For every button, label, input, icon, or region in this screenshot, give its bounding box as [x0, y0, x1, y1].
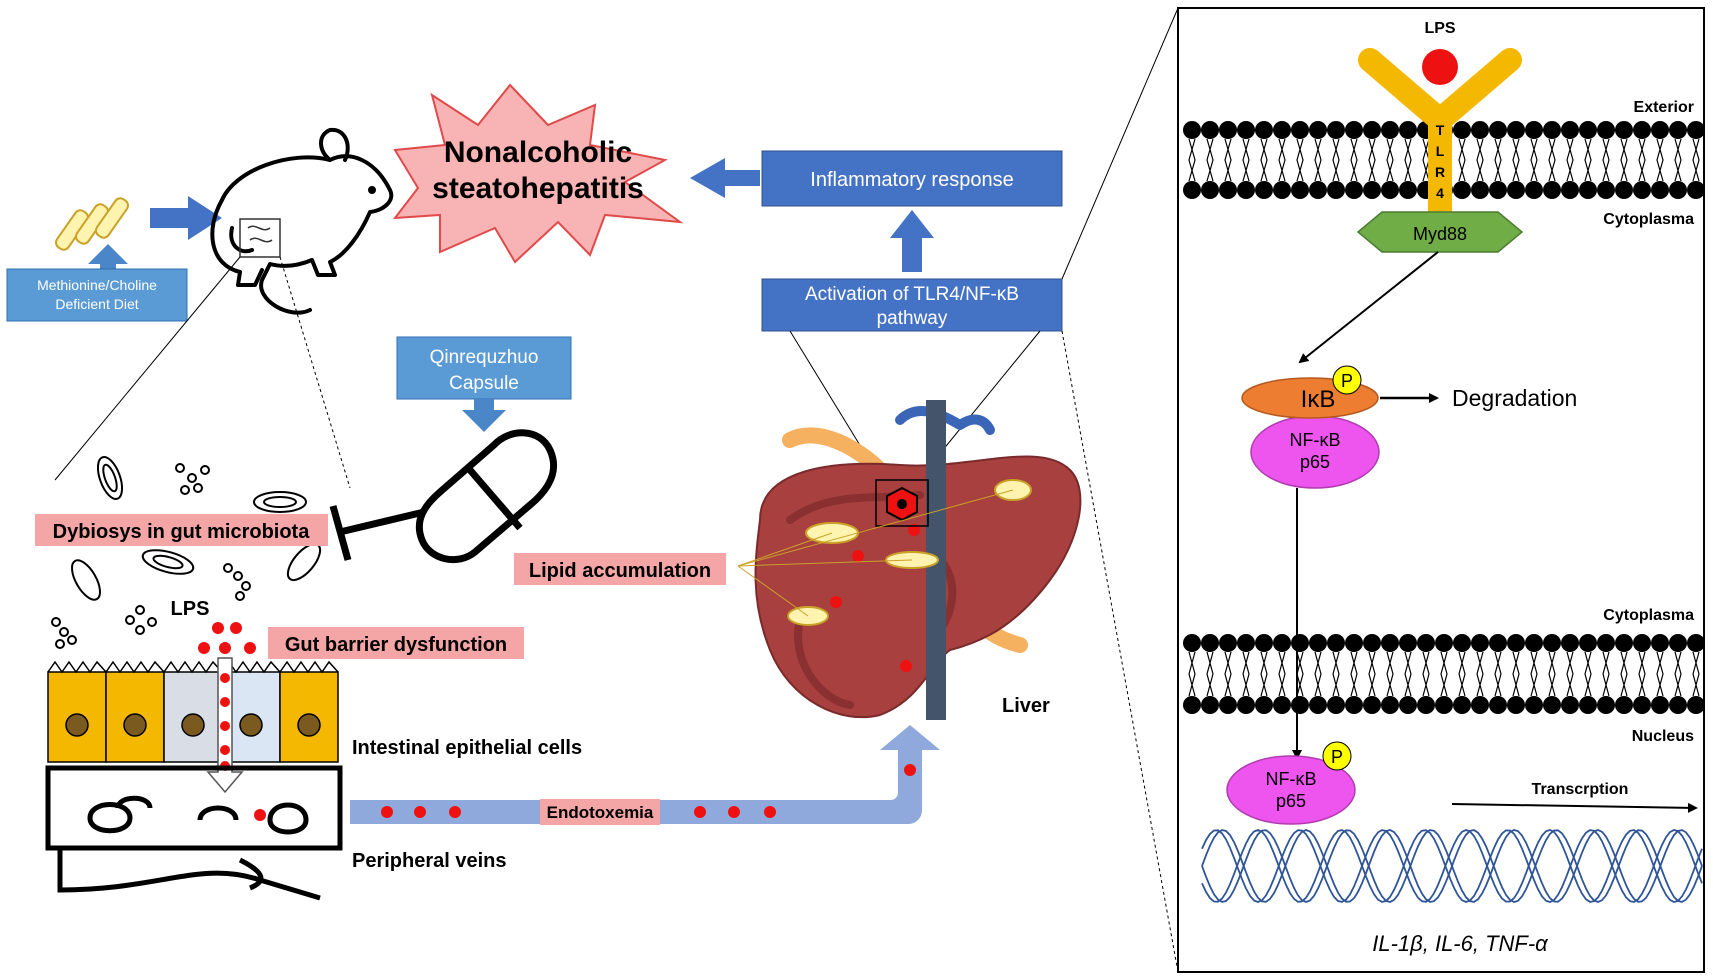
membrane-nucleus [1183, 634, 1705, 714]
endotoxemia-text: Endotoxemia [547, 803, 654, 822]
cytokines-label: IL-1β, IL-6, TNF-α [1372, 931, 1549, 956]
dysbiosis-text: Dybiosys in gut microbiota [53, 521, 311, 543]
nfkb-nucleus: NF-κB p65 P [1226, 741, 1356, 825]
tlr4-receptor: T L R 4 [1358, 48, 1522, 222]
tlr4-letter-r: R [1435, 164, 1445, 180]
degradation-label: Degradation [1452, 385, 1577, 411]
nfkb-nuc-label-line-1: NF-κB [1266, 769, 1317, 789]
nfkb-label-line-1: NF-κB [1290, 430, 1341, 450]
activation-to-inflammatory-arrow [890, 210, 934, 272]
myd88-to-ikb-arrow [1298, 251, 1439, 364]
gut-barrier-text: Gut barrier dysfunction [285, 634, 507, 656]
exterior-label: Exterior [1634, 99, 1694, 116]
inflammatory-to-nash-arrow [690, 158, 760, 198]
gut-inset-box [239, 218, 281, 258]
ikb-label: IκB [1301, 386, 1336, 413]
cytoplasma-mid-label: Cytoplasma [1603, 607, 1694, 624]
nash-title-line-1: Nonalcoholic [444, 136, 632, 169]
diet-to-mouse-arrow [150, 196, 222, 240]
zoom-line-left [54, 256, 241, 481]
nucleus-label: Nucleus [1632, 728, 1694, 745]
activation-label-line-2: pathway [877, 308, 948, 329]
inflammatory-response-label: Inflammatory response [810, 169, 1013, 191]
cytoplasma-top-label: Cytoplasma [1603, 211, 1694, 228]
intestine-icon [247, 225, 273, 243]
tlr4-letter-l: L [1436, 143, 1445, 159]
gut-barrier-label: Gut barrier dysfunction [268, 627, 524, 659]
peripheral-label: Peripheral veins [352, 850, 507, 872]
myd88-label: Myd88 [1413, 224, 1467, 244]
capsule-pill-icon [415, 429, 558, 564]
activation-label-line-1: Activation of TLR4/NF-κB [805, 284, 1019, 305]
diet-up-arrow [88, 244, 128, 278]
mouse-icon [210, 127, 394, 315]
nfkb-nuc-label-line-2: p65 [1276, 791, 1306, 811]
endotoxemia-label: Endotoxemia [540, 799, 660, 825]
diet-box: Methionine/Choline Deficient Diet [6, 268, 188, 322]
lipid-label: Lipid accumulation [514, 553, 726, 585]
lipid-text: Lipid accumulation [529, 560, 711, 582]
panel-lps-label: LPS [1424, 20, 1455, 37]
inhibition-bar [329, 505, 425, 561]
panel-zoom-top [1061, 7, 1179, 280]
capsule-down-arrow [462, 399, 506, 432]
nfkb-label-line-2: p65 [1300, 452, 1330, 472]
blood-vessel-icon [45, 765, 343, 901]
nash-title-line-2: steatohepatitis [432, 172, 644, 205]
capsule-label-line-1: Qinrequzhuo [430, 347, 539, 368]
diet-label-line-2: Deficient Diet [55, 296, 138, 312]
gut-bacteria-icon [51, 456, 322, 649]
ikb-phospho-label: P [1341, 371, 1353, 391]
capsule-label-line-2: Capsule [449, 373, 519, 394]
tlr4-letter-4: 4 [1436, 185, 1444, 201]
dysbiosis-label: Dybiosys in gut microbiota [35, 514, 328, 546]
liver-icon [754, 400, 1082, 720]
lipid-pointer-lines [737, 489, 1014, 617]
diet-pellets-icon [55, 197, 129, 251]
membrane-top [1183, 121, 1705, 199]
liver-label: Liver [1002, 695, 1050, 717]
transcription-label: Transcrption [1532, 781, 1629, 798]
nfkb-phospho-label: P [1331, 747, 1343, 767]
epithelial-label: Intestinal epithelial cells [352, 737, 582, 759]
myd88-protein: Myd88 [1356, 211, 1524, 253]
nfkb-complex-cytoplasm: NF-κB p65 IκB P [1241, 365, 1380, 489]
transcription-arrow [1451, 802, 1698, 813]
tlr4-letter-t: T [1436, 122, 1445, 138]
panel-zoom-bottom [1061, 330, 1179, 973]
activation-box: Activation of TLR4/NF-κB pathway [761, 278, 1063, 332]
inflammatory-response-box: Inflammatory response [761, 150, 1063, 207]
epithelial-cells [47, 660, 339, 763]
zoom-line-right [279, 256, 351, 489]
lps-left-label: LPS [171, 598, 210, 620]
vessel-lps-dot [254, 809, 266, 821]
nash-burst: Nonalcoholic steatohepatitis [392, 83, 684, 264]
capsule-box: Qinrequzhuo Capsule [396, 336, 572, 400]
diet-label-line-1: Methionine/Choline [37, 277, 157, 293]
lps-dots [198, 622, 256, 654]
dna-helix [1201, 829, 1703, 903]
lps-molecule [1422, 49, 1458, 85]
